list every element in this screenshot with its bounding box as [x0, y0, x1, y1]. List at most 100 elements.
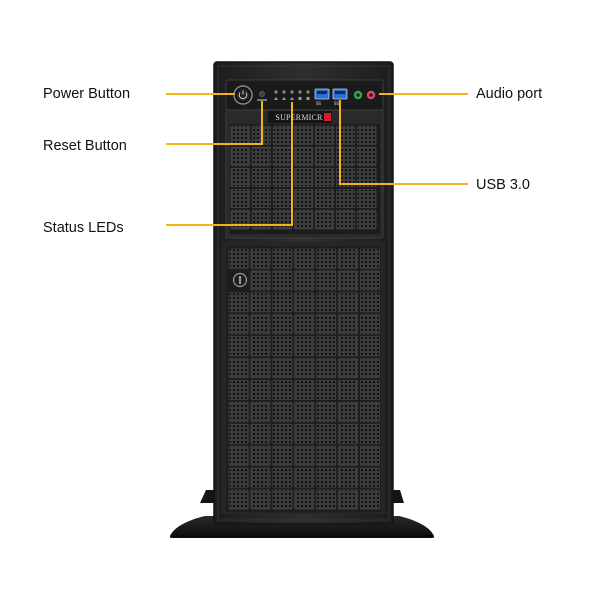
vent-cell — [230, 125, 250, 145]
vent-cell — [272, 489, 293, 510]
audio-ports[interactable] — [353, 90, 376, 100]
vent-cell — [336, 125, 356, 145]
vent-cell — [336, 167, 356, 187]
usb-port-tag: SS — [334, 101, 340, 106]
vent-cell — [316, 292, 337, 313]
vent-cell — [338, 380, 359, 400]
vent-cell — [272, 314, 293, 335]
vent-cell — [360, 270, 380, 291]
vent-cell — [338, 270, 359, 291]
vent-cell — [360, 292, 380, 313]
vent-cell — [357, 125, 377, 145]
vent-cell — [293, 189, 314, 209]
vent-cell — [336, 210, 356, 230]
vent-cell — [360, 445, 380, 466]
callout-label-power-button: Power Button — [43, 86, 131, 102]
vent-cell — [250, 380, 271, 400]
vent-cell — [338, 423, 359, 444]
vent-cell — [272, 270, 293, 291]
vent-cell — [338, 467, 359, 488]
vent-cell — [294, 489, 315, 510]
vent-cell — [294, 445, 315, 466]
vent-cell — [316, 380, 337, 400]
vent-cell — [315, 189, 335, 209]
vent-cell — [228, 358, 249, 379]
front-control-panel — [225, 79, 384, 111]
vent-cell — [360, 401, 380, 422]
vent-cell — [272, 210, 293, 230]
vent-cell — [272, 189, 293, 209]
vent-cell — [357, 146, 377, 166]
vent-cell — [293, 210, 314, 230]
vent-cell — [360, 467, 380, 488]
vent-cell — [316, 336, 337, 357]
vent-cell — [316, 358, 337, 379]
vent-cell — [272, 248, 293, 269]
vent-cell — [230, 146, 250, 166]
vent-cell — [316, 467, 337, 488]
vent-cell — [294, 380, 315, 400]
vent-cell — [294, 270, 315, 291]
vent-cell — [357, 189, 377, 209]
vent-cell — [338, 336, 359, 357]
usb-3-ports[interactable] — [314, 88, 348, 100]
vent-cell — [360, 358, 380, 379]
callout-line-status — [166, 102, 293, 226]
vent-cell — [251, 189, 271, 209]
vent-cell — [294, 467, 315, 488]
vent-cell — [360, 380, 380, 400]
vent-cell — [338, 292, 359, 313]
vent-cell — [251, 210, 271, 230]
vent-cell — [272, 445, 293, 466]
vent-cell — [228, 401, 249, 422]
lock-icon — [232, 272, 248, 288]
vent-cell — [316, 489, 337, 510]
vent-cell — [228, 336, 249, 357]
vent-cell — [250, 292, 271, 313]
vent-cell — [228, 423, 249, 444]
vent-cell — [272, 167, 293, 187]
vent-cell — [315, 167, 335, 187]
vent-cell — [316, 270, 337, 291]
callout-label-status-leds: Status LEDs — [43, 220, 124, 236]
callout-label-audio-port: Audio port — [476, 86, 543, 102]
vent-cell — [360, 248, 380, 269]
vent-cell — [230, 189, 250, 209]
vent-cell — [294, 336, 315, 357]
vent-cell — [338, 248, 359, 269]
vent-cell — [360, 489, 380, 510]
brand-logo: SUPERMICR — [275, 113, 323, 122]
reset-button[interactable] — [257, 91, 267, 101]
vent-cell — [357, 210, 377, 230]
vent-cell — [272, 292, 293, 313]
vent-cell — [315, 125, 335, 145]
vent-cell — [336, 189, 356, 209]
vent-cell — [338, 358, 359, 379]
callout-line-reset — [166, 101, 263, 145]
vent-cell — [316, 248, 337, 269]
vent-cell — [338, 445, 359, 466]
status-leds — [274, 90, 310, 100]
vent-cell — [294, 423, 315, 444]
vent-cell — [316, 445, 337, 466]
vent-cell — [338, 401, 359, 422]
vent-cell — [230, 210, 250, 230]
vent-cell — [272, 423, 293, 444]
vent-cell — [315, 210, 335, 230]
vent-cell — [294, 401, 315, 422]
vent-cell — [360, 336, 380, 357]
vent-cell — [250, 489, 271, 510]
vent-cell — [250, 248, 271, 269]
vent-cell — [272, 336, 293, 357]
vent-cell — [272, 401, 293, 422]
vent-cell — [294, 358, 315, 379]
vent-cell — [316, 314, 337, 335]
vent-cell — [293, 167, 314, 187]
callout-label-usb-3: USB 3.0 — [476, 177, 530, 193]
callout-lines — [166, 93, 468, 226]
vent-cell — [294, 314, 315, 335]
vent-cell — [272, 146, 293, 166]
power-button[interactable] — [233, 85, 253, 105]
vent-cell — [360, 423, 380, 444]
